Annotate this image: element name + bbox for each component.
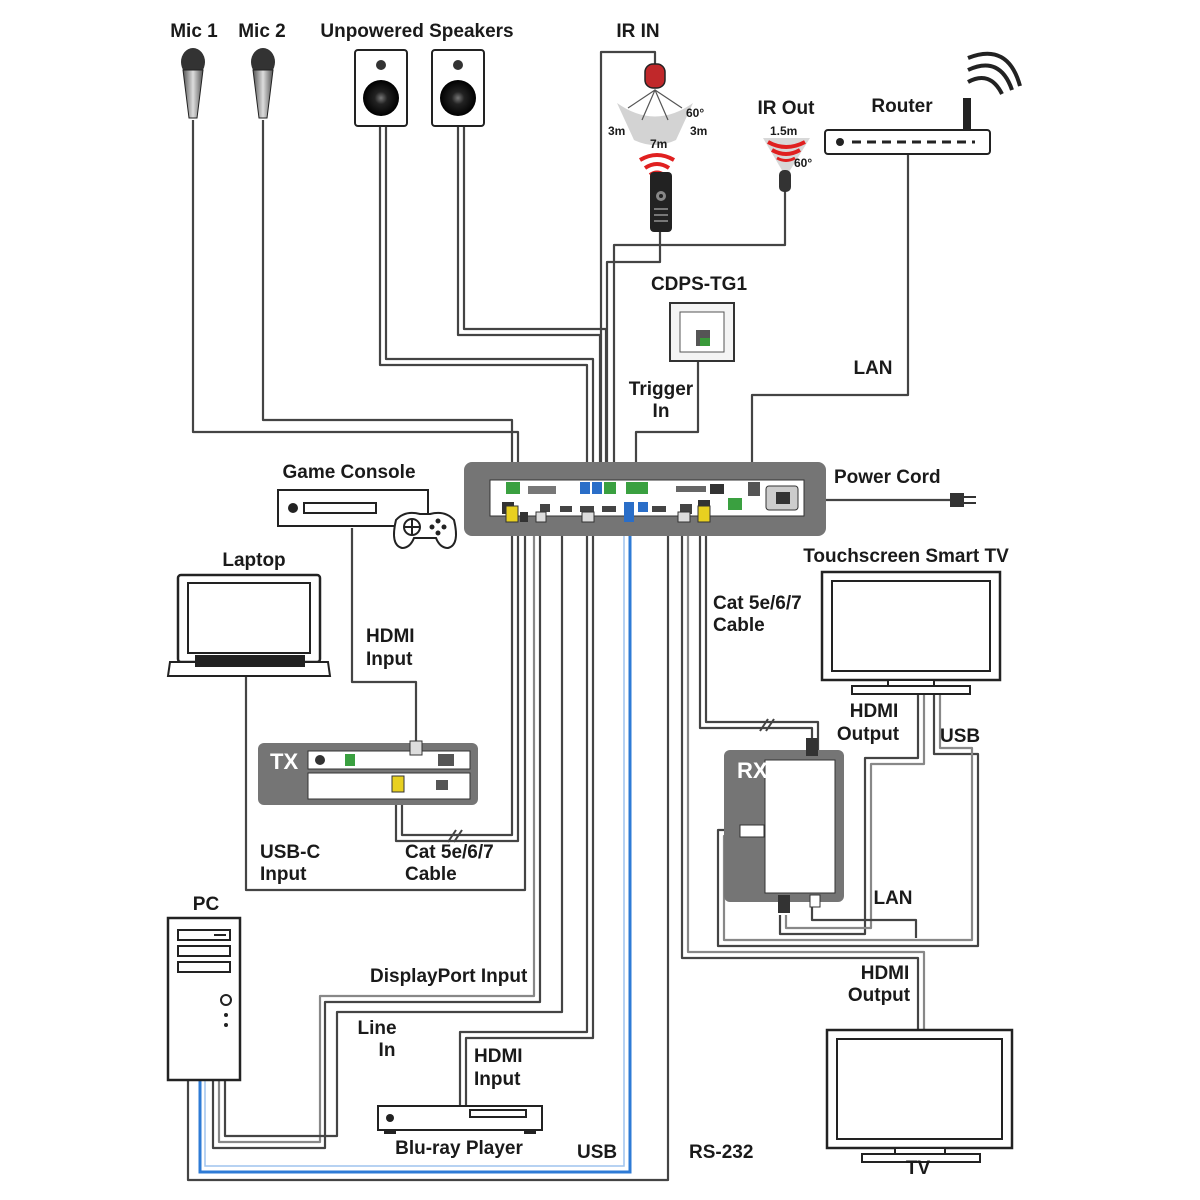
touch-tv-label: Touchscreen Smart TV xyxy=(803,546,1009,567)
tv-label: TV xyxy=(905,1158,931,1179)
ir-out-angle: 60° xyxy=(794,156,813,170)
usbc-label-2: Input xyxy=(260,864,307,885)
usbc-label-1: USB-C xyxy=(260,842,321,863)
hdmi-input-console-1: HDMI xyxy=(366,626,415,647)
displayport-label: DisplayPort Input xyxy=(370,966,528,987)
line-in-label-2: In xyxy=(378,1040,396,1061)
remote-control-icon xyxy=(650,172,672,232)
hdmi-output-rx-1: HDMI xyxy=(849,701,899,722)
bluray-label: Blu-ray Player xyxy=(395,1138,523,1159)
laptop-icon xyxy=(166,573,332,677)
ir-out-range: 1.5m xyxy=(770,124,798,138)
ir-in-label: IR IN xyxy=(616,21,660,42)
power-plug-icon xyxy=(950,493,976,507)
ir-emitter-icon xyxy=(763,138,810,192)
mic-1-icon xyxy=(181,48,205,119)
line-in-label-1: Line xyxy=(357,1018,397,1039)
usb-bottom-label: USB xyxy=(577,1142,618,1163)
speaker-left-icon xyxy=(354,49,408,127)
laptop-label: Laptop xyxy=(222,550,286,571)
rs232-label: RS-232 xyxy=(689,1142,754,1163)
lan-top-label: LAN xyxy=(853,358,893,379)
tx-unit xyxy=(258,740,478,805)
rx-label: RX xyxy=(737,758,768,783)
trigger-label-2: In xyxy=(652,401,670,422)
ir-angle: 60° xyxy=(686,106,705,120)
hdmi-output-rx-2: Output xyxy=(836,724,900,745)
bluray-player-icon xyxy=(377,1105,543,1134)
touchscreen-tv-icon xyxy=(820,570,1002,695)
hdmi-input-bluray-2: Input xyxy=(474,1069,521,1090)
ir-range-7m: 7m xyxy=(650,137,668,151)
speaker-right-icon xyxy=(431,49,485,127)
mic-2-label: Mic 2 xyxy=(238,21,286,42)
usb-right-label: USB xyxy=(940,726,981,747)
cat-right-1: Cat 5e/6/7 xyxy=(713,593,802,614)
hdmi-output-tv-2: Output xyxy=(847,985,911,1006)
ir-range-left: 3m xyxy=(608,124,626,138)
gamepad-icon xyxy=(393,511,457,550)
usb-cable xyxy=(198,508,632,1174)
cat-left-2: Cable xyxy=(405,864,457,885)
ir-receiver-icon xyxy=(617,63,693,177)
mic-1-label: Mic 1 xyxy=(170,21,218,42)
router-icon xyxy=(824,51,1022,155)
router-label: Router xyxy=(871,96,933,117)
cdps-label: CDPS-TG1 xyxy=(650,274,748,295)
cat-right-2: Cable xyxy=(713,615,765,636)
ir-out-label: IR Out xyxy=(757,98,815,119)
cat-left-1: Cat 5e/6/7 xyxy=(405,842,494,863)
pc-icon xyxy=(166,916,242,1082)
hdmi-input-bluray-1: HDMI xyxy=(474,1046,523,1067)
power-cord-label: Power Cord xyxy=(834,467,941,488)
rx-unit xyxy=(724,738,844,913)
ir-range-right: 3m xyxy=(690,124,708,138)
lan-rx-label: LAN xyxy=(873,888,913,909)
cable-break-marks xyxy=(447,718,775,843)
trigger-label-1: Trigger xyxy=(628,379,694,400)
hdmi-input-console-2: Input xyxy=(366,649,413,670)
tx-label: TX xyxy=(270,749,299,774)
game-console-label: Game Console xyxy=(282,462,416,483)
main-switcher-unit xyxy=(464,462,826,536)
mic-2-icon xyxy=(251,48,275,119)
tv-icon xyxy=(825,1028,1014,1163)
hdmi-output-tv-1: HDMI xyxy=(860,963,910,984)
cdps-tg1-icon xyxy=(669,302,735,362)
pc-label: PC xyxy=(192,894,220,915)
speakers-label: Unpowered Speakers xyxy=(320,21,514,42)
